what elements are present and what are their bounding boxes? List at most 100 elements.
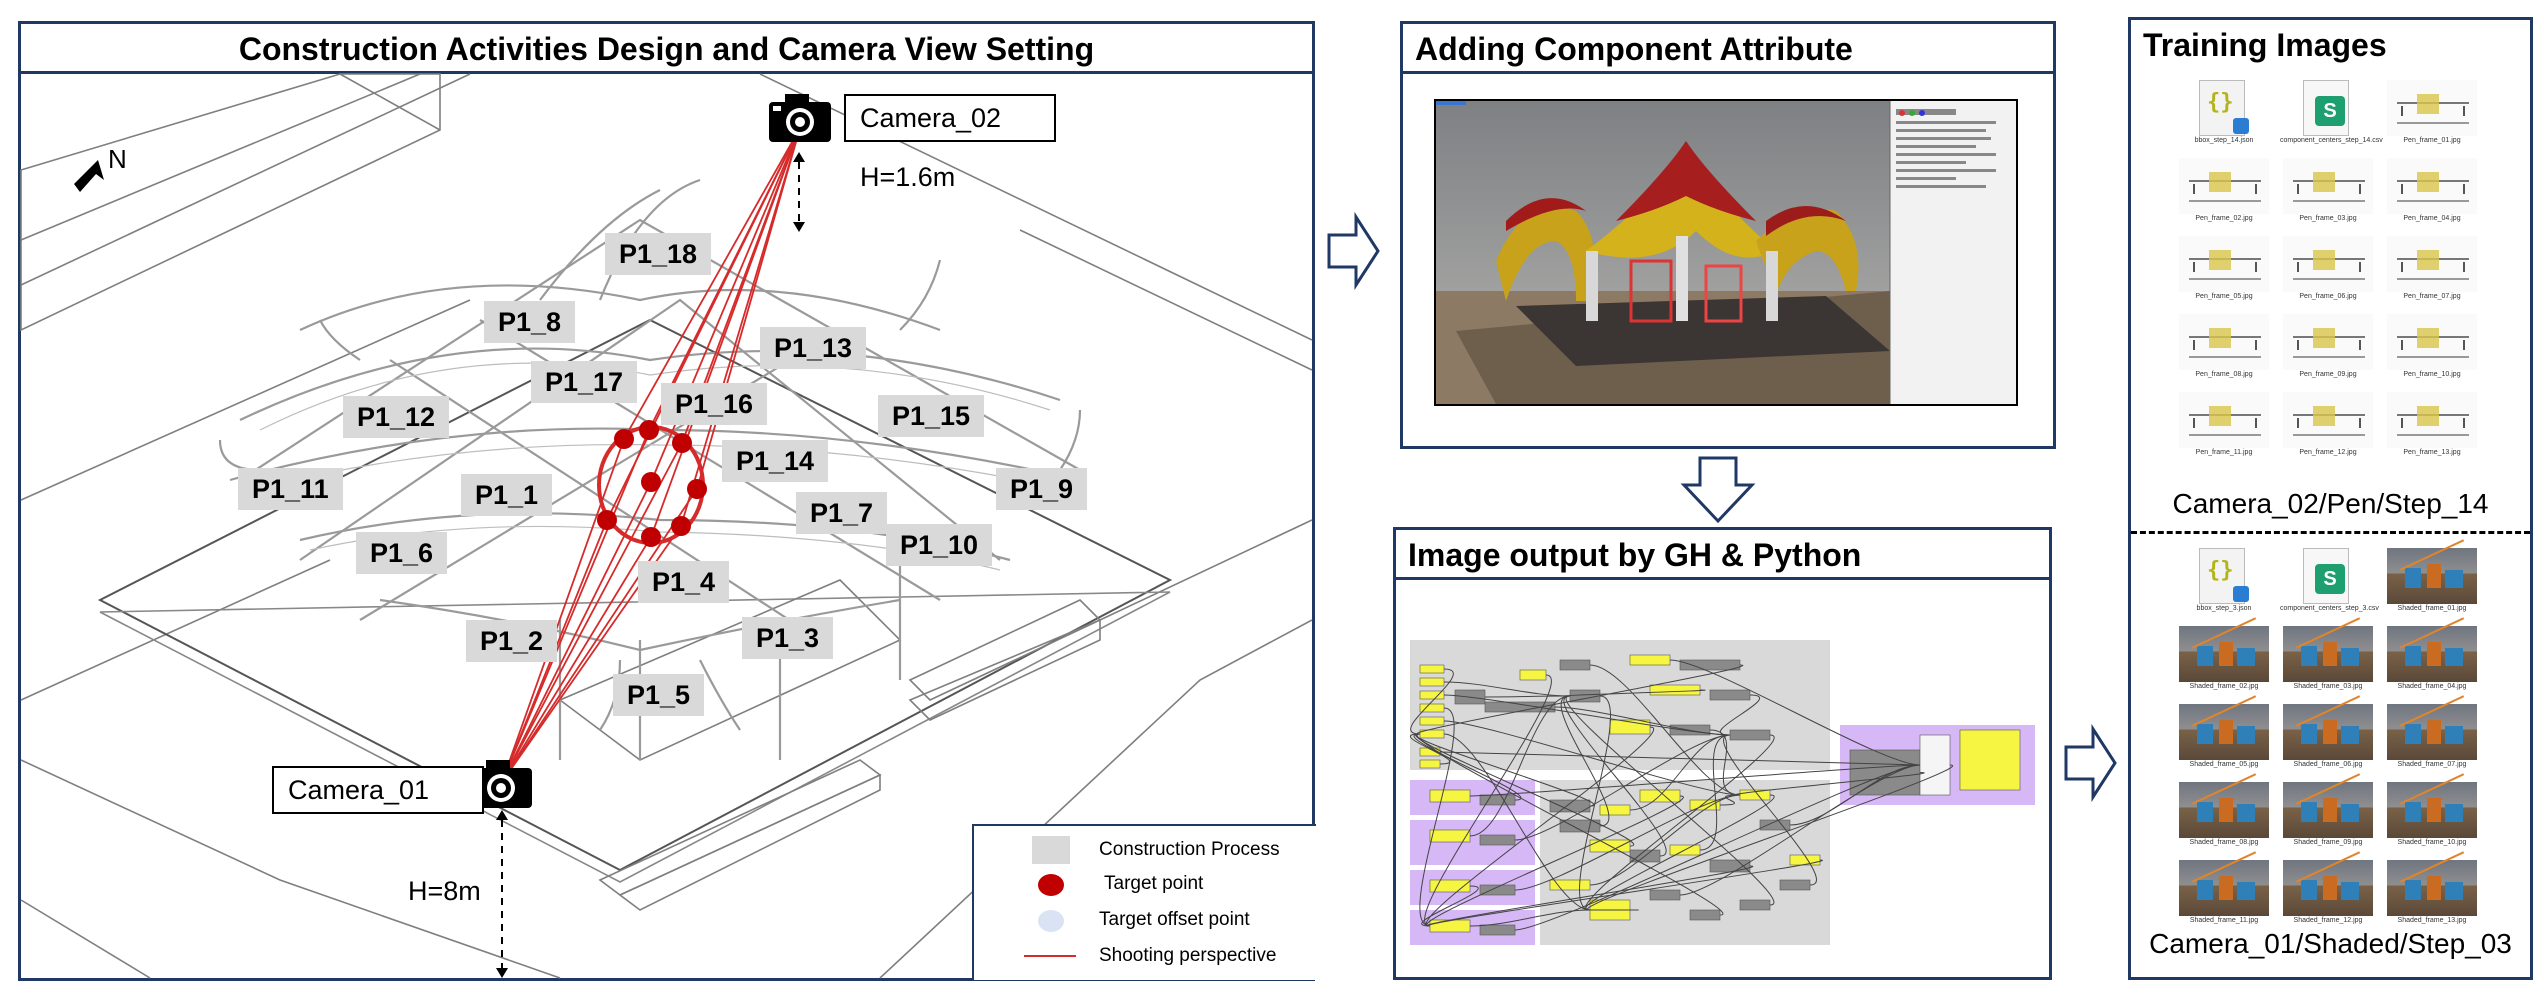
file-thumbnail[interactable]: Shaded_frame_12.jpg <box>2280 851 2376 936</box>
gh-wire <box>1514 764 1921 931</box>
construction-panel: Construction Activities Design and Camer… <box>18 21 1315 981</box>
file-thumbnail[interactable]: Pen_frame_04.jpg <box>2384 158 2480 234</box>
component-label: P1_17 <box>531 361 638 403</box>
arrow-down-icon <box>1680 456 1756 524</box>
gh-wire <box>1560 695 1610 827</box>
file-name: Shaded_frame_13.jpg <box>2397 917 2467 924</box>
file-thumbnail[interactable]: Pen_frame_01.jpg <box>2384 80 2480 156</box>
pen-frame-image <box>2179 314 2269 370</box>
file-name: Pen_frame_06.jpg <box>2299 293 2357 300</box>
file-thumbnail[interactable]: Pen_frame_13.jpg <box>2384 392 2480 468</box>
grasshopper-graph <box>1410 640 2035 945</box>
gh-component-node <box>1419 716 1445 726</box>
target-point <box>672 433 692 453</box>
training-set-2-caption: Camera_01/Shaded/Step_03 <box>2149 928 2512 959</box>
file-name: Shaded_frame_09.jpg <box>2293 839 2363 846</box>
camera-02-label: Camera_02 <box>844 94 1056 142</box>
gh-component-node <box>1649 684 1701 696</box>
file-thumbnail[interactable]: Shaded_frame_09.jpg <box>2280 773 2376 858</box>
file-thumbnail[interactable]: Shaded_frame_13.jpg <box>2384 851 2480 936</box>
file-thumbnail[interactable]: Pen_frame_12.jpg <box>2280 392 2376 468</box>
gh-component-node <box>1689 909 1721 921</box>
gh-wire <box>1443 733 1591 911</box>
file-thumbnail[interactable]: Shaded_frame_10.jpg <box>2384 773 2480 858</box>
gh-component-node <box>1779 879 1811 891</box>
file-thumbnail[interactable]: Pen_frame_09.jpg <box>2280 314 2376 390</box>
component-label: P1_12 <box>343 396 450 438</box>
shooting-line <box>650 127 801 483</box>
rhino-viewport-screenshot <box>1434 99 2018 406</box>
gh-component-node <box>1729 729 1771 741</box>
north-arrow-icon <box>74 160 104 192</box>
file-thumbnail[interactable]: Pen_frame_08.jpg <box>2176 314 2272 390</box>
file-thumbnail[interactable]: Shaded_frame_07.jpg <box>2384 695 2480 780</box>
file-thumbnail[interactable]: Shaded_frame_01.jpg <box>2384 539 2480 624</box>
pen-frame-image <box>2179 158 2269 214</box>
file-name: Pen_frame_03.jpg <box>2299 215 2357 222</box>
gh-wire <box>1419 707 1455 927</box>
file-thumbnail[interactable]: {}bbox_step_14.json <box>2176 80 2272 156</box>
red-line-icon <box>1024 955 1076 957</box>
file-thumbnail[interactable]: Shaded_frame_03.jpg <box>2280 617 2376 702</box>
camera-02-icon <box>769 94 831 142</box>
shaded-frame-image <box>2387 851 2477 916</box>
gh-wire <box>1416 664 1744 735</box>
component-label: P1_16 <box>661 383 768 425</box>
gh-wire <box>1469 909 1591 927</box>
training-panel-title: Training Images <box>2143 27 2387 63</box>
file-thumbnail[interactable]: Shaded_frame_05.jpg <box>2176 695 2272 780</box>
shooting-line <box>501 429 650 783</box>
shaded-frame-image <box>2283 773 2373 838</box>
shaded-frame-image <box>2179 695 2269 760</box>
file-thumbnail[interactable]: Shaded_frame_06.jpg <box>2280 695 2376 780</box>
file-name: Shaded_frame_08.jpg <box>2189 839 2259 846</box>
shooting-line <box>501 488 698 783</box>
legend-item: Shooting perspective <box>974 938 1316 974</box>
gh-component-node <box>1419 759 1441 769</box>
gh-component-node <box>1519 669 1547 681</box>
gh-wire <box>1564 689 1706 697</box>
shaded-frame-image <box>2283 851 2373 916</box>
file-thumbnail[interactable]: Shaded_frame_02.jpg <box>2176 617 2272 702</box>
pen-frame-image <box>2387 158 2477 214</box>
shooting-line <box>501 438 625 783</box>
file-thumbnail[interactable]: Pen_frame_05.jpg <box>2176 236 2272 312</box>
gh-wire <box>1563 695 1667 857</box>
file-thumbnail[interactable]: Shaded_frame_08.jpg <box>2176 773 2272 858</box>
file-thumbnail[interactable]: Pen_frame_11.jpg <box>2176 392 2272 468</box>
file-thumbnail[interactable]: Pen_frame_10.jpg <box>2384 314 2480 390</box>
gh-wire <box>1410 733 1450 765</box>
file-thumbnail[interactable]: Shaded_frame_04.jpg <box>2384 617 2480 702</box>
gh-component-node <box>1849 749 1921 796</box>
file-thumbnail[interactable]: Pen_frame_02.jpg <box>2176 158 2272 234</box>
file-thumbnail[interactable]: Shaded_frame_11.jpg <box>2176 851 2272 936</box>
legend-text: Target point <box>1104 873 1204 894</box>
gh-wire <box>1589 794 1741 886</box>
target-point <box>639 420 659 440</box>
target-point <box>641 472 661 492</box>
file-thumbnail[interactable]: {}bbox_step_3.json <box>2176 548 2272 624</box>
pen-frame-image <box>2179 392 2269 448</box>
gh-component-node <box>1429 789 1471 803</box>
gh-wire <box>1586 764 1954 911</box>
arrow-right-icon <box>2064 723 2117 803</box>
pen-frame-image <box>2387 80 2477 136</box>
file-name: Shaded_frame_11.jpg <box>2189 917 2259 924</box>
gh-wire <box>1427 859 1823 927</box>
component-label: P1_5 <box>613 674 705 716</box>
gh-wire <box>1589 664 1741 796</box>
light-blue-dot-icon <box>1038 910 1064 932</box>
file-name: Pen_frame_11.jpg <box>2195 449 2253 456</box>
gh-wire <box>1719 794 1741 806</box>
file-thumbnail[interactable]: Pen_frame_03.jpg <box>2280 158 2376 234</box>
shooting-line <box>501 481 652 783</box>
file-name: Pen_frame_12.jpg <box>2299 449 2357 456</box>
file-thumbnail[interactable]: Pen_frame_06.jpg <box>2280 236 2376 312</box>
component-label: P1_1 <box>461 474 553 516</box>
shaded-frame-image <box>2387 539 2477 604</box>
file-thumbnail[interactable]: Pen_frame_07.jpg <box>2384 236 2480 312</box>
target-point <box>671 516 691 536</box>
shaded-frame-image <box>2283 695 2373 760</box>
